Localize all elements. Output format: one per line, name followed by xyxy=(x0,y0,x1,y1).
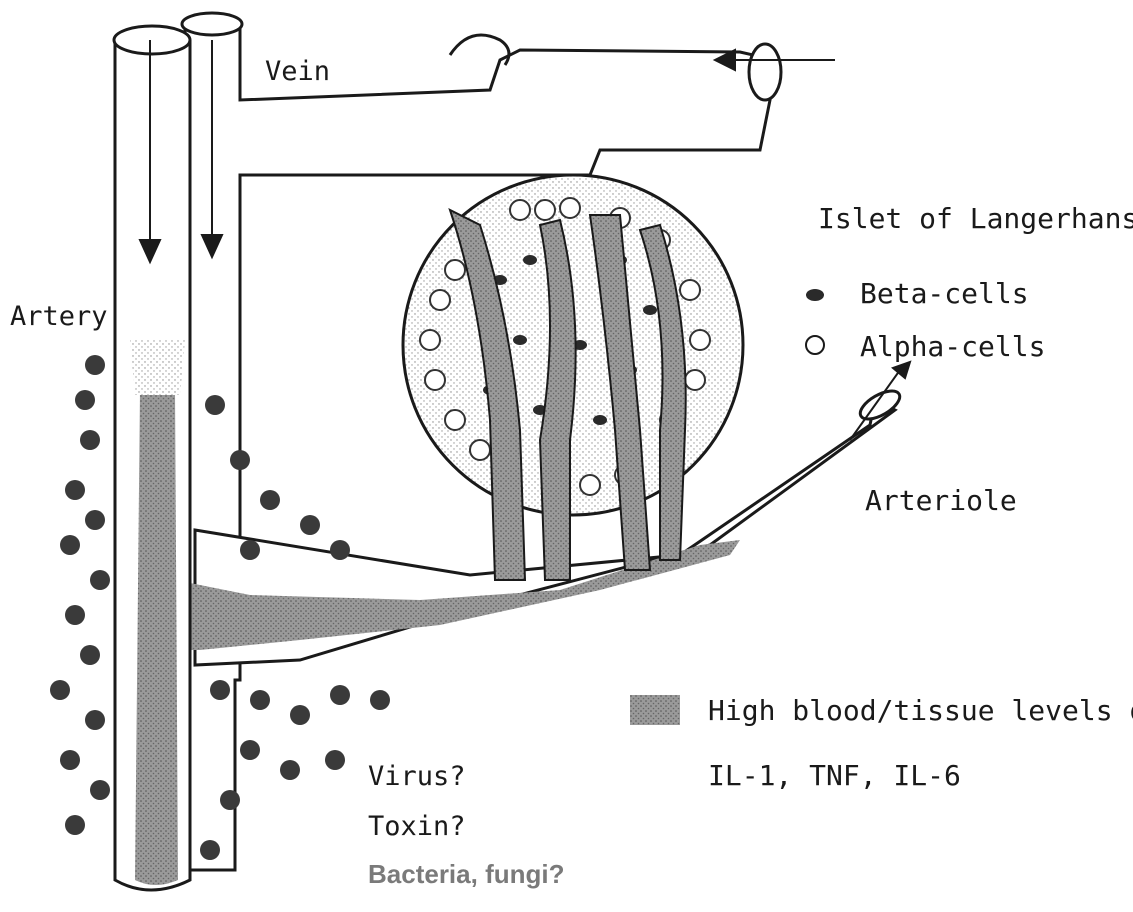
alpha-cell-swatch xyxy=(806,336,824,354)
alpha-cells-label: Alpha-cells xyxy=(860,330,1045,363)
toxin-label: Toxin? xyxy=(368,811,466,842)
bacteria-label: Bacteria, fungi? xyxy=(368,859,564,889)
islet-label: Islet of Langerhans xyxy=(818,202,1133,235)
legend-line-2: IL-1, TNF, IL-6 xyxy=(708,759,961,792)
arteriole-label: Arteriole xyxy=(865,484,1017,517)
islet xyxy=(403,175,743,580)
vein-label: Vein xyxy=(265,56,330,87)
artery-label: Artery xyxy=(10,301,108,332)
beta-cells-label: Beta-cells xyxy=(860,277,1029,310)
legend-line-1: High blood/tissue levels of xyxy=(708,694,1133,727)
beta-cell-swatch xyxy=(806,289,824,301)
virus-label: Virus? xyxy=(368,761,466,792)
artery xyxy=(114,26,190,890)
cytokine-swatch xyxy=(630,695,680,725)
